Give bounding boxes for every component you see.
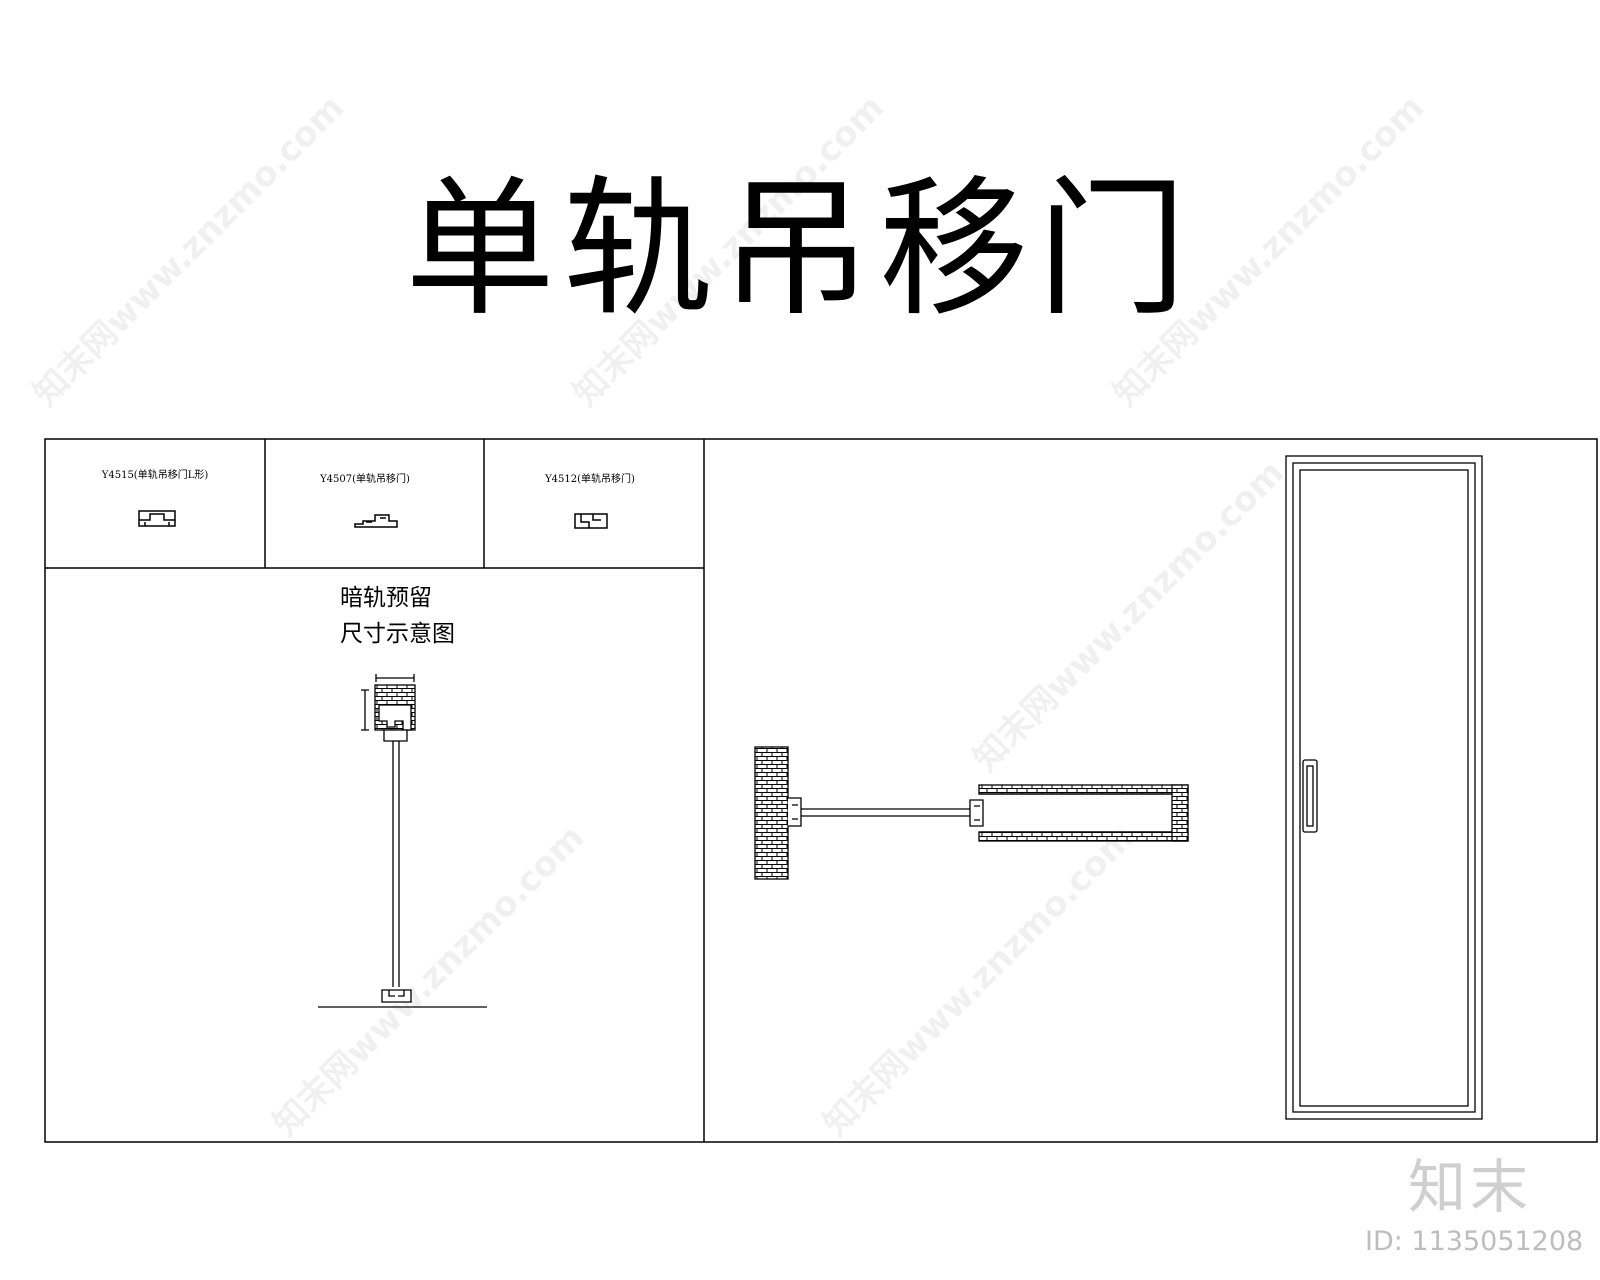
profile-code-label: Y4512(单轨吊移门) [544, 472, 635, 485]
profile-code-label: Y4515(单轨吊移门L形) [101, 468, 209, 481]
profile-section-y4507 [354, 514, 398, 528]
section-note-line2: 尺寸示意图 [340, 621, 455, 647]
door-elevation [1285, 455, 1483, 1120]
plan-view [754, 746, 1189, 880]
profile-section-y4515 [138, 510, 176, 527]
brand-logo-text: 知末 [1408, 1153, 1533, 1221]
concealed-track-section [318, 674, 487, 1008]
profile-code-label: Y4507(单轨吊移门) [319, 472, 410, 485]
outer-frame [44, 438, 1598, 1143]
drawing-title: 单轨吊移门 [404, 163, 1195, 337]
profile-section-y4512 [574, 513, 608, 529]
id-label: ID: 1135051208 [1365, 1226, 1584, 1257]
section-note-line1: 暗轨预留 [340, 585, 432, 611]
